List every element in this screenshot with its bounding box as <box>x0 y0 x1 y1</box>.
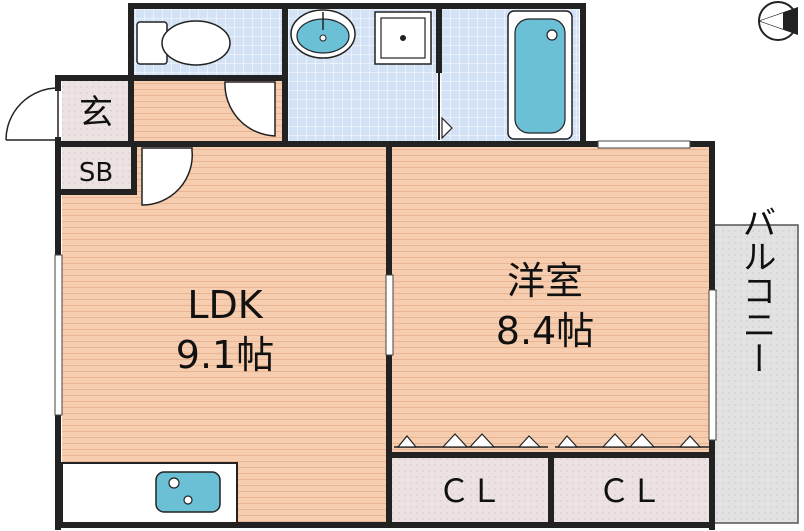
ldk-floor <box>62 146 386 522</box>
ldk-door <box>141 147 193 206</box>
entrance-door <box>5 87 59 141</box>
windows <box>54 140 717 441</box>
balcony-floor <box>713 224 799 524</box>
balcony-label: バルコニー <box>736 205 776 375</box>
closet-2-label: ＣＬ <box>598 472 662 510</box>
closet-doors <box>394 433 710 448</box>
hallway-door <box>224 81 276 137</box>
washbasin-icon <box>290 9 356 59</box>
entrance-label: 玄 <box>79 93 113 133</box>
closet-1-floor <box>392 455 548 522</box>
ldk-room-name: LDK <box>187 283 263 327</box>
entrance-floor <box>62 80 130 142</box>
washing-machine-icon <box>374 11 432 65</box>
north-compass-icon <box>758 1 798 41</box>
bedroom-room-size: 8.4帖 <box>496 309 594 353</box>
bedroom-room-name: 洋室 <box>507 259 583 303</box>
shoebox-label: SB <box>79 158 113 188</box>
shoebox-floor-cover <box>62 146 134 192</box>
kitchen-sink-icon <box>61 462 238 524</box>
bedroom-floor <box>392 146 710 454</box>
closet-1-label: ＣＬ <box>438 472 502 510</box>
toilet-icon <box>136 20 231 66</box>
closet-2-floor <box>553 455 710 522</box>
ldk-room-size: 9.1帖 <box>176 333 274 377</box>
bathtub-icon <box>507 10 573 140</box>
